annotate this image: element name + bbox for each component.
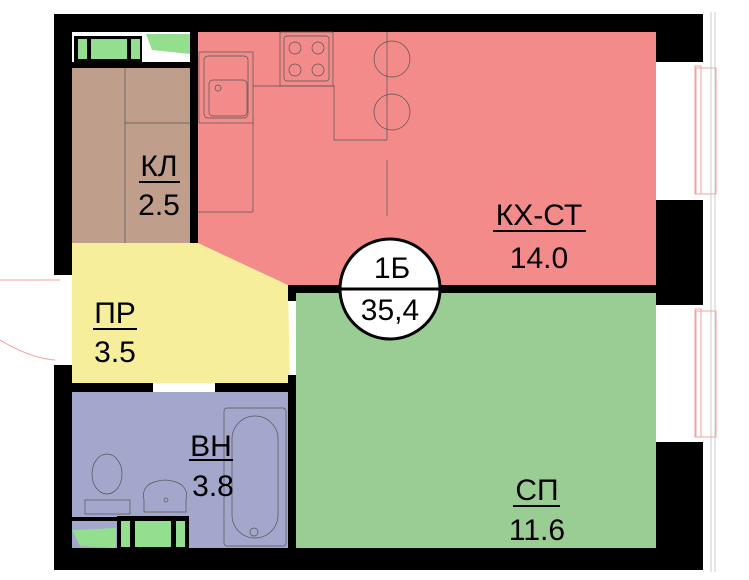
room-code-bedroom: СП [515, 474, 558, 507]
room-hallway [72, 243, 290, 383]
window-kitchen [694, 65, 717, 195]
room-bedroom [296, 293, 656, 548]
dining-chairs [373, 40, 411, 131]
apartment-badge: 1Б 35,4 [338, 237, 442, 341]
room-code-hallway: ПР [94, 297, 136, 330]
apartment-total-area: 35,4 [361, 294, 419, 327]
room-area-bedroom: 11.6 [509, 514, 565, 547]
room-code-closet: КЛ [140, 150, 177, 183]
apartment-type: 1Б [374, 252, 410, 285]
room-area-hallway: 3.5 [94, 336, 136, 369]
sink-icon [198, 51, 254, 124]
washbasin-icon [143, 479, 187, 513]
room-code-bathroom: ВН [190, 430, 232, 463]
closet-shelves [124, 67, 190, 243]
room-area-bathroom: 3.8 [192, 470, 234, 503]
facade-lines [710, 12, 716, 572]
toilet-icon [84, 453, 131, 515]
walls [54, 14, 703, 570]
room-kitchen-living [198, 32, 656, 285]
room-closet [72, 67, 190, 243]
room-code-kitchen-living: КХ-СТ [496, 199, 582, 232]
counter-outline [198, 32, 388, 216]
bathtub-icon [223, 407, 287, 547]
window-bedroom [694, 308, 717, 438]
room-area-kitchen-living: 14.0 [510, 242, 568, 275]
room-area-closet: 2.5 [138, 189, 180, 222]
entrance-door-swing [0, 279, 60, 361]
window-closet [74, 34, 190, 62]
window-bathroom [72, 516, 189, 552]
